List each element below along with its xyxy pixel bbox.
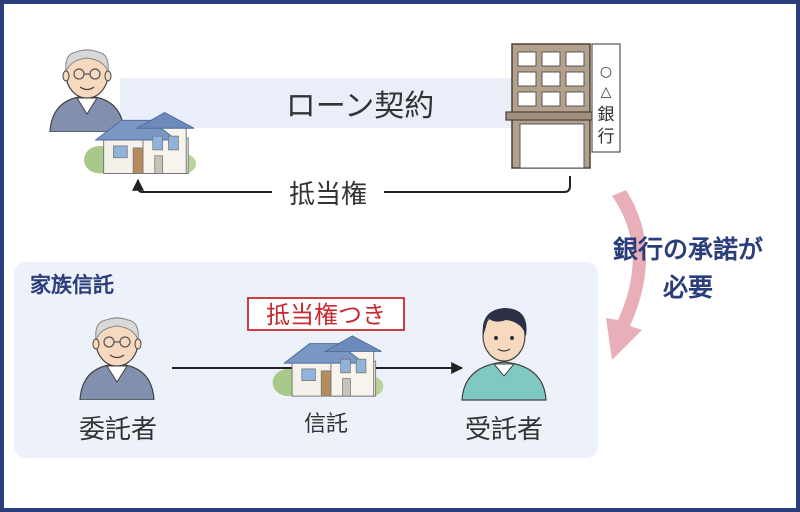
trustee-label: 受託者	[465, 415, 543, 445]
mortgage-tag-label: 抵当権つき	[266, 301, 386, 329]
loan-band	[120, 78, 515, 128]
curved-arrow-icon	[606, 190, 647, 360]
bank-consent-line2: 必要	[663, 273, 713, 302]
bank-consent-line1: 銀行の承諾が	[613, 235, 763, 264]
elderly-man-icon	[49, 49, 125, 132]
bank-sign-kou: 行	[598, 127, 615, 147]
young-man-icon	[461, 308, 547, 401]
bank-sign-gin: 銀	[598, 105, 615, 125]
mortgage-tag	[247, 297, 405, 331]
trust-label: 信託	[304, 412, 348, 437]
loan-contract-label: ローン契約	[286, 89, 435, 124]
trust-diagram: ローン契約 ○ △ 銀 行 抵当権 家族信託 銀行の承諾が 必要 委託	[14, 43, 763, 458]
bank-mark-triangle: △	[601, 84, 612, 100]
bank-building-icon	[505, 43, 621, 169]
trust-panel-title: 家族信託	[30, 273, 114, 297]
mortgage-label-bg	[272, 176, 384, 208]
mortgage-label: 抵当権	[289, 180, 367, 210]
settlor-label: 委託者	[79, 415, 157, 445]
bank-mark-circle: ○	[600, 64, 612, 80]
